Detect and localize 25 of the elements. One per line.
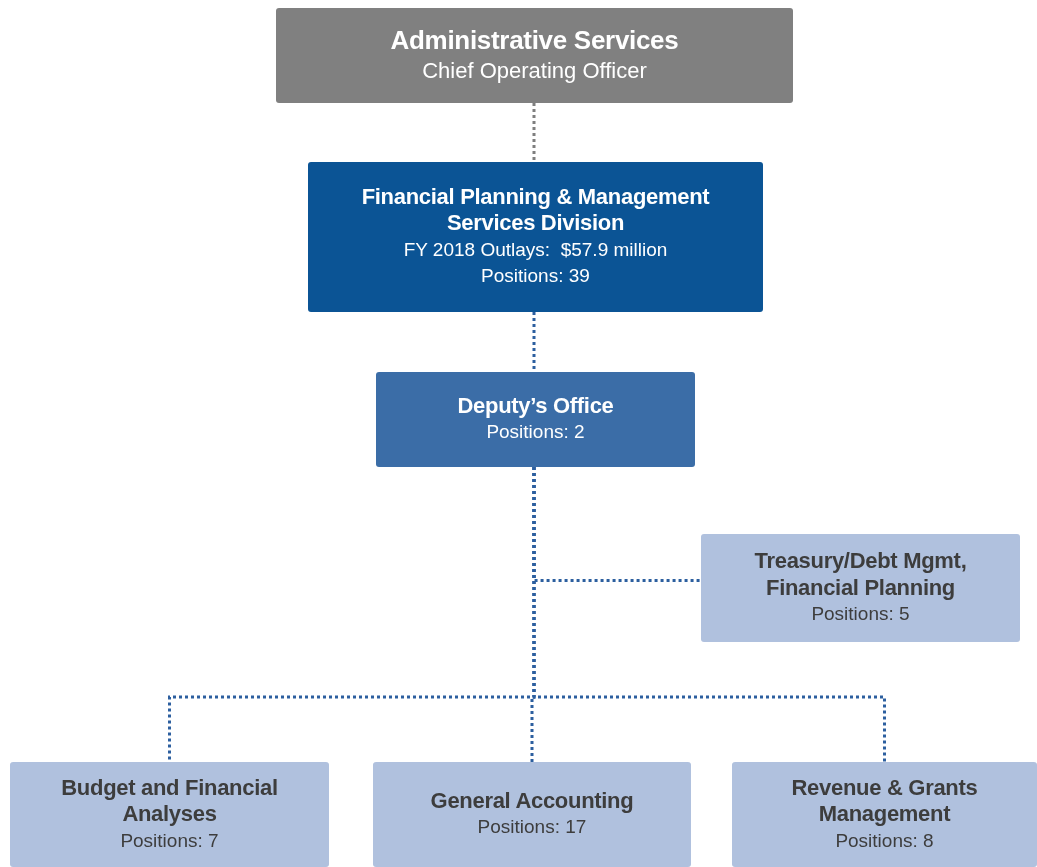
connector-line bbox=[532, 467, 886, 762]
unit-name: General Accounting bbox=[430, 788, 634, 815]
unit-name: Treasury/Debt Mgmt, Financial Planning bbox=[753, 548, 968, 602]
org-unit-box bbox=[276, 8, 793, 103]
org-unit-box bbox=[376, 372, 695, 467]
unit-name: Revenue & Grants Management bbox=[790, 774, 979, 828]
unit-detail: Positions: 8 bbox=[835, 828, 934, 853]
unit-detail: Positions: 5 bbox=[811, 602, 910, 627]
unit-detail: Positions: 7 bbox=[120, 828, 219, 853]
org-unit-box bbox=[308, 162, 763, 312]
unit-name: Deputy’s Office bbox=[457, 393, 614, 420]
unit-name: Financial Planning & Management Services Division bbox=[360, 184, 711, 237]
unit-detail: Positions: 39 bbox=[481, 264, 590, 289]
unit-name: Administrative Services bbox=[390, 24, 679, 56]
unit-detail: Chief Operating Officer bbox=[422, 56, 647, 85]
connector-line bbox=[532, 312, 536, 372]
unit-detail: Positions: 17 bbox=[477, 815, 587, 840]
unit-detail: Positions: 2 bbox=[486, 420, 585, 445]
unit-name: Budget and Financial Analyses bbox=[60, 774, 279, 828]
org-unit-box bbox=[701, 534, 1020, 642]
org-unit-box bbox=[373, 762, 691, 867]
unit-detail: FY 2018 Outlays: $57.9 million bbox=[403, 237, 668, 262]
org-unit-box bbox=[732, 762, 1037, 867]
connector-line bbox=[532, 103, 536, 162]
org-unit-box bbox=[10, 762, 329, 867]
